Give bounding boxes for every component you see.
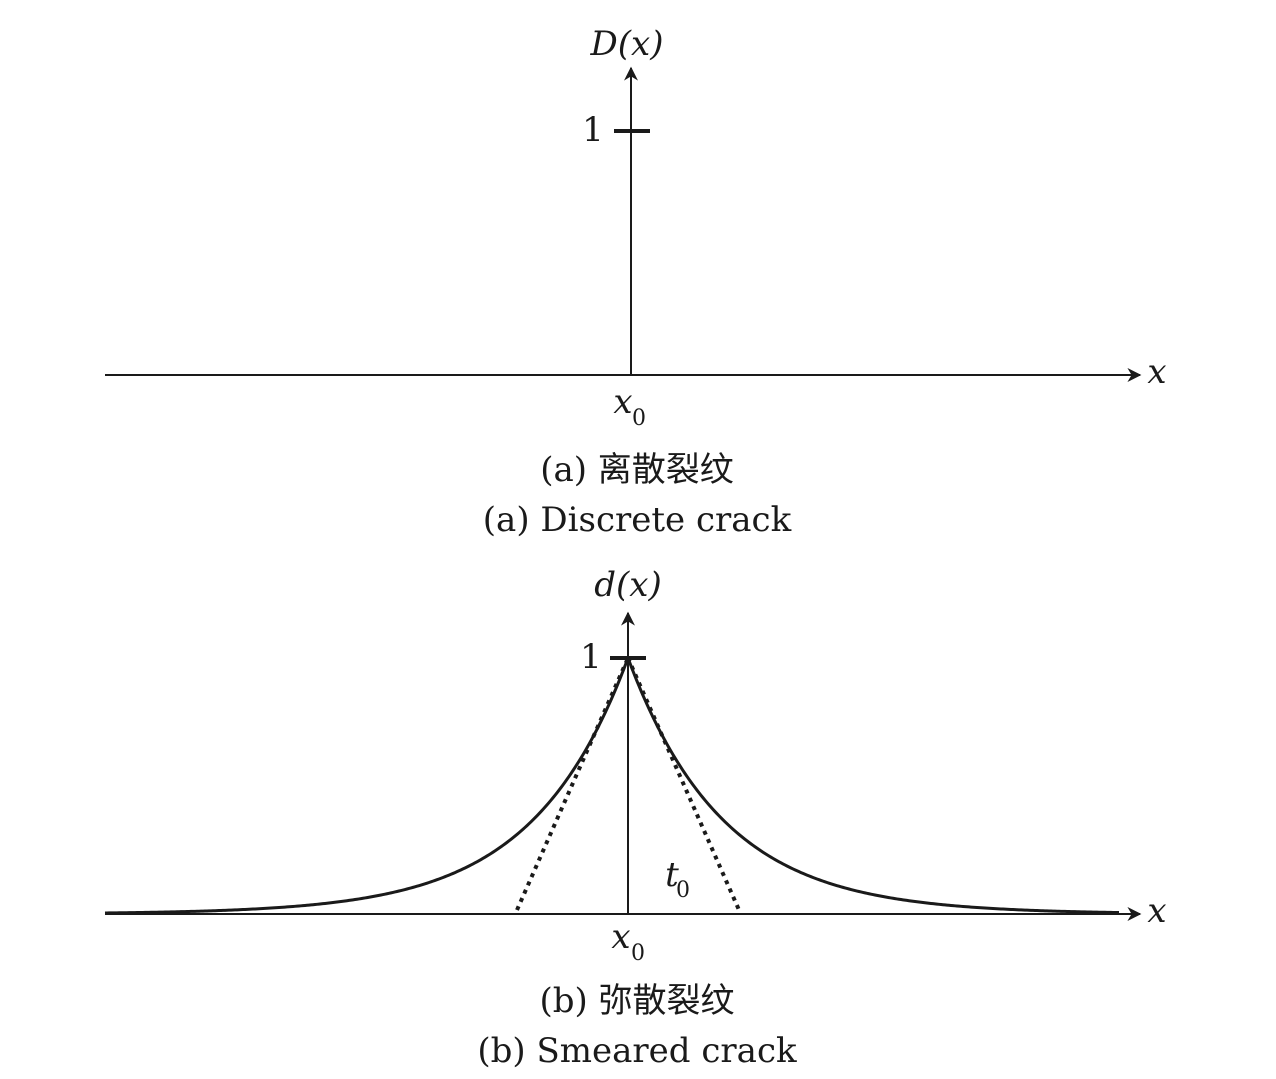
panel-a-x-label: x [1147,352,1166,392]
panel-b-x-label: x [1147,891,1166,931]
panel-b-origin-sub: 0 [631,941,645,966]
panel-b-width-label: t [665,855,679,895]
linear-approx-right [626,657,741,911]
linear-approx-left [515,657,630,911]
panel-a-origin-label: x [613,382,632,422]
panel-a-origin-sub: 0 [632,406,646,431]
smeared-crack-curve [104,659,1120,915]
panel-a: D(x) 1 x x 0 (a) 离散裂纹 (a) Discrete crack [105,24,1167,540]
panel-b-origin-label: x [611,917,630,957]
panel-b-tick-1-label: 1 [580,637,602,677]
panel-a-tick-1-label: 1 [582,110,604,150]
panel-a-caption-en: (a) Discrete crack [483,500,792,540]
panel-a-caption-cn: (a) 离散裂纹 [540,450,734,490]
panel-b-caption-cn: (b) 弥散裂纹 [539,981,734,1021]
panel-b: d(x) 1 x t 0 x 0 (b) 弥散裂纹 (b) Smeared cr… [104,565,1167,1071]
panel-b-y-label: d(x) [594,565,661,605]
panel-a-y-label: D(x) [590,24,664,64]
panel-b-caption-en: (b) Smeared crack [477,1031,797,1071]
panel-b-width-sub: 0 [676,878,690,903]
